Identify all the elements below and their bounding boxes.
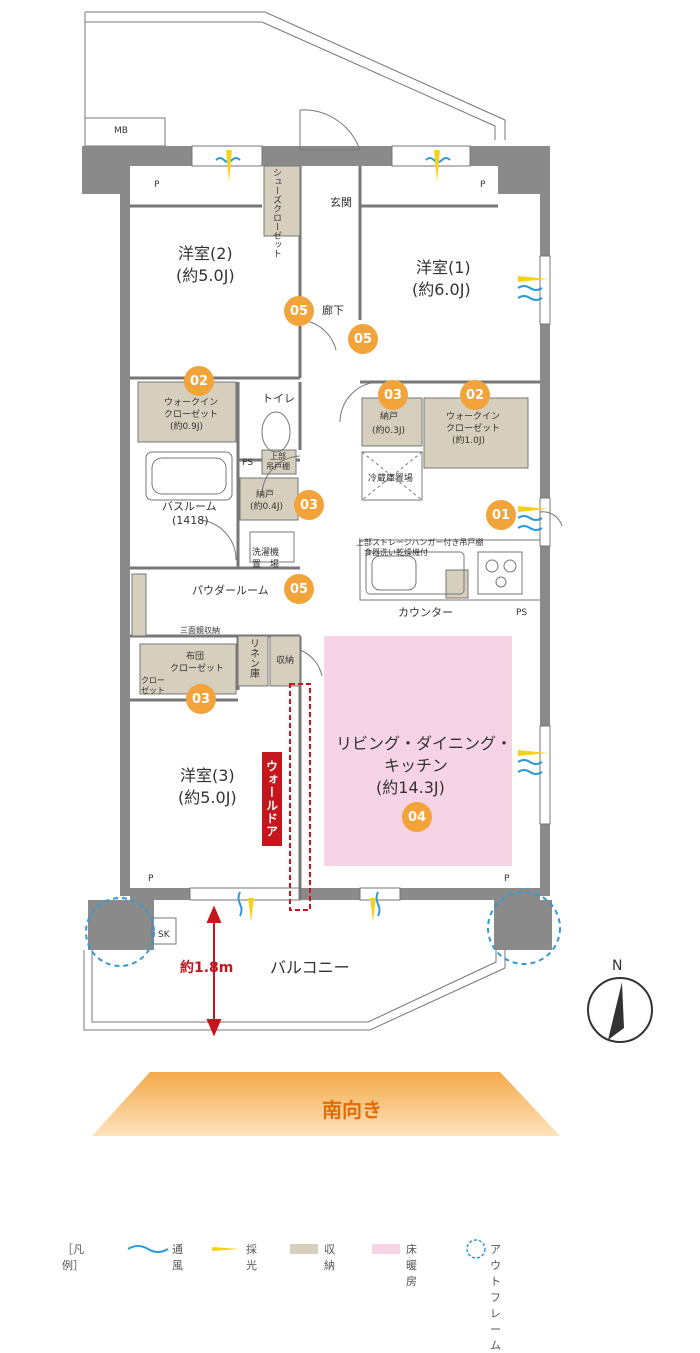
washer-label-1: 洗濯機: [252, 548, 280, 558]
storage-left-label-1: 納戸: [256, 490, 275, 500]
bathroom-label-2: (1418): [172, 514, 209, 527]
wic-right-label-1: ウォークイン: [446, 412, 501, 422]
wic-left-label-2: クローゼット: [164, 410, 219, 420]
room-western-3-name: 洋室(3): [180, 766, 235, 785]
pipe-label-ne: P: [480, 180, 486, 190]
south-direction-band: [92, 1072, 560, 1136]
legend-outframe: アウトフレーム: [490, 1243, 501, 1352]
fridge-label: 冷蔵庫置場: [368, 474, 414, 484]
legend-outframe-swatch: [466, 1239, 486, 1259]
powder-room-label: パウダールーム: [192, 584, 269, 597]
outframe-right: [487, 891, 561, 965]
mb-box: [84, 117, 166, 147]
north-compass: [587, 977, 653, 1043]
badge-04: 04: [402, 802, 432, 832]
futon-label-1: 布団: [186, 652, 205, 662]
wic-left-label-1: ウォークイン: [164, 398, 219, 408]
legend-ventilation: 通風: [172, 1243, 183, 1272]
legend-daylight: 採光: [246, 1243, 257, 1272]
shoes-closet-label: シューズクローゼット: [271, 168, 281, 258]
walldoor-label: ウォールドア: [262, 752, 282, 846]
badge-03-futon: 03: [186, 684, 216, 714]
lower-balcony: [83, 950, 506, 1031]
balcony-label: バルコニー: [270, 958, 350, 977]
room-western-1-size: (約6.0J): [412, 280, 471, 299]
wic-right-label-3: (約1.0J): [452, 436, 485, 446]
room-living-size: (約14.3J): [376, 778, 445, 797]
outframe-left: [85, 897, 155, 967]
badge-01: 01: [486, 500, 516, 530]
sk-label: SK: [158, 930, 170, 940]
badge-02-left: 02: [184, 366, 214, 396]
kitchen-note-2: 食器洗い乾燥機付: [364, 548, 428, 557]
hallway-label: 廊下: [322, 304, 344, 317]
bathroom-label-1: バスルーム: [162, 500, 217, 513]
legend-swatches: [127, 1239, 486, 1259]
badge-03-storage-left: 03: [294, 490, 324, 520]
upper-balcony-rail: [84, 11, 506, 140]
ps-label-kitchen: PS: [516, 608, 528, 618]
legend-title: ［凡例］: [62, 1243, 84, 1272]
storage-label: 収納: [276, 656, 295, 666]
legend-storage-swatch: [290, 1244, 318, 1254]
toilet-label: トイレ: [262, 392, 295, 405]
pipe-label-se: P: [504, 874, 510, 884]
legend-floor-heating-swatch: [372, 1244, 400, 1254]
fixtures: [145, 411, 523, 945]
pipe-label-nw: P: [154, 180, 160, 190]
legend-floor-heating: 床暖房: [406, 1243, 417, 1288]
counter-label: カウンター: [398, 606, 453, 619]
north-label: N: [612, 958, 623, 974]
storage-right-label-1: 納戸: [380, 412, 399, 422]
mb-label: MB: [114, 126, 128, 136]
walldoor-outline: [289, 683, 311, 911]
room-western-3-size: (約5.0J): [178, 788, 237, 807]
badge-05-powder: 05: [284, 574, 314, 604]
badge-05-hall-right: 05: [348, 324, 378, 354]
room-living-name-2: キッチン: [384, 756, 449, 775]
wic-left-label-3: (約0.9J): [170, 422, 203, 432]
daylight-marks: [226, 150, 548, 922]
storage-left-label-2: (約0.4J): [250, 502, 283, 512]
badge-03-storage-right: 03: [378, 380, 408, 410]
floor-plan: [82, 11, 653, 1259]
badge-05-hall-left: 05: [284, 296, 314, 326]
pipe-label-sw: P: [148, 874, 154, 884]
linen-label: リネン庫: [247, 638, 259, 678]
legend-ventilation-swatch: [127, 1245, 169, 1253]
legend-storage: 収納: [324, 1243, 335, 1272]
ps-label-bath: PS: [242, 458, 254, 468]
upper-cabinet-label-1: 上部: [270, 452, 286, 461]
room-western-2-size: (約5.0J): [176, 266, 235, 285]
depth-arrow: [206, 905, 222, 1037]
futon-label-2: クローゼット: [170, 664, 225, 674]
closet-small-label: クローゼット: [141, 676, 165, 695]
badge-02-right: 02: [460, 380, 490, 410]
mirror-storage-label: 三面鏡収納: [180, 626, 220, 635]
legend-daylight-swatch: [212, 1247, 240, 1251]
south-label: 南向き: [322, 1098, 382, 1122]
depth-label: 約1.8m: [180, 960, 234, 976]
room-living-name-1: リビング・ダイニング・: [336, 734, 513, 753]
room-western-1-name: 洋室(1): [416, 258, 471, 277]
washer-label-2: 置 場: [252, 560, 280, 570]
door-swings: [199, 109, 563, 677]
storage-right-label-2: (約0.3J): [372, 426, 405, 436]
ventilation-marks: [215, 157, 543, 917]
upper-cabinet-label-2: 吊戸棚: [266, 462, 290, 471]
room-western-2-name: 洋室(2): [178, 244, 233, 263]
kitchen-note-1: 上部ストレージハンガー付き吊戸棚: [356, 538, 484, 547]
wic-right-label-2: クローゼット: [446, 424, 501, 434]
entrance-label: 玄関: [330, 196, 352, 209]
